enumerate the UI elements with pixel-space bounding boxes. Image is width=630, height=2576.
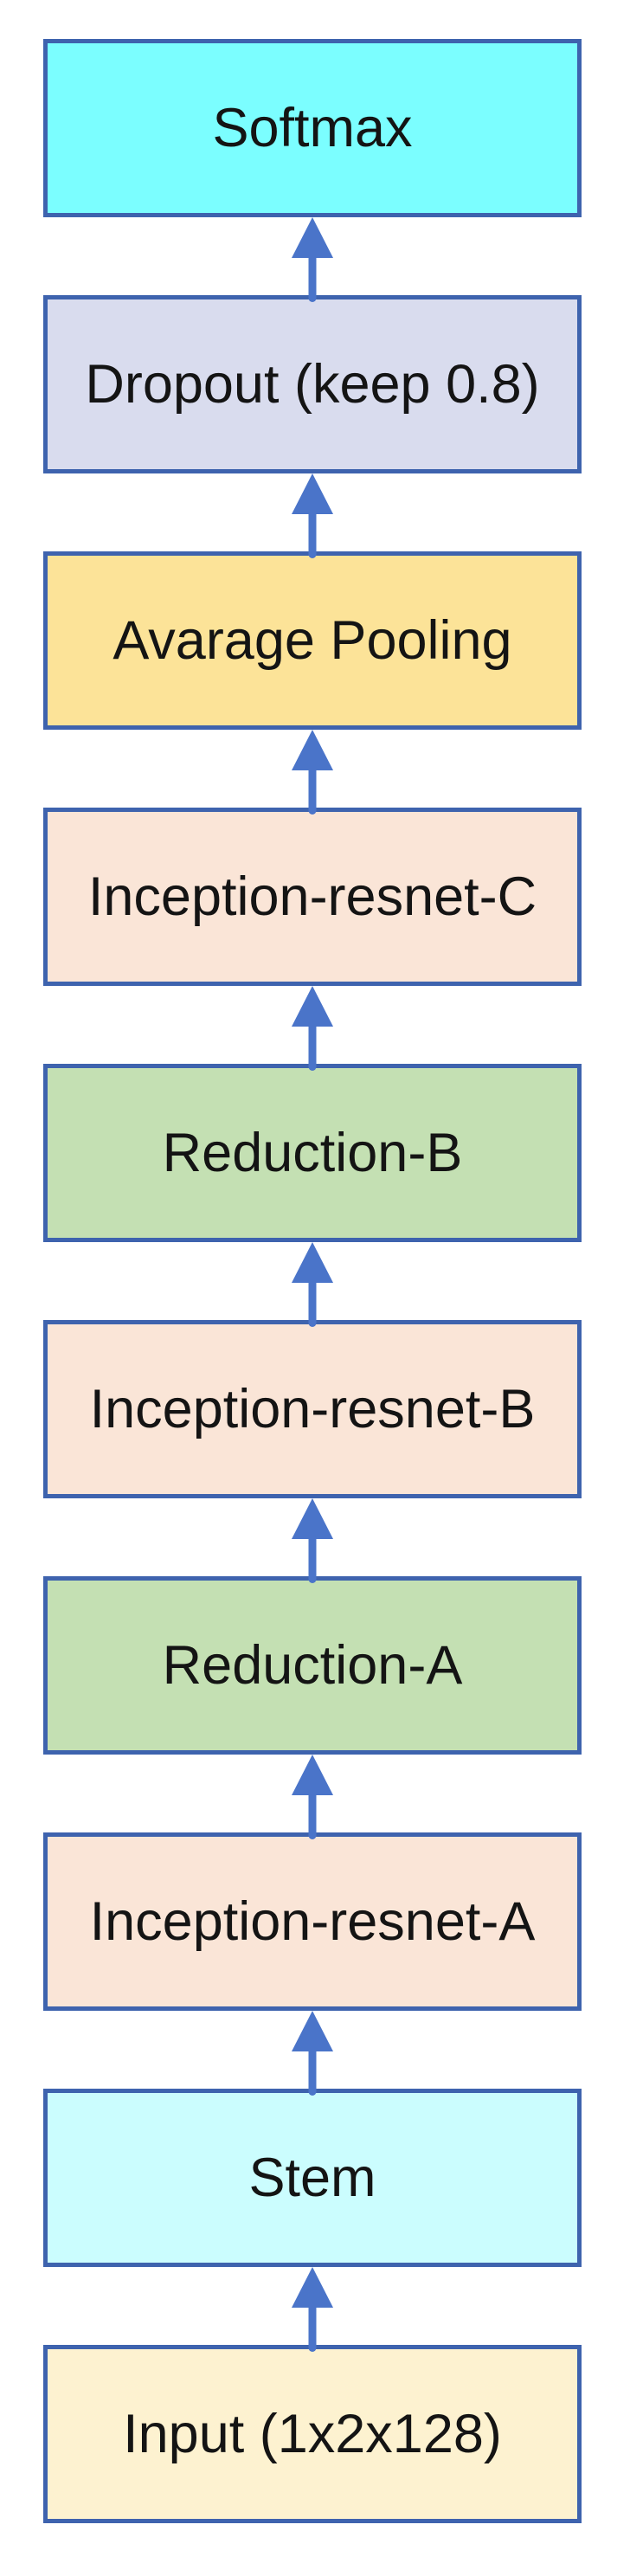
node-label: Dropout (keep 0.8) <box>85 353 540 415</box>
node-stem: Stem <box>43 2089 582 2267</box>
node-label: Inception-resnet-B <box>89 1378 536 1439</box>
up-arrow-icon <box>292 730 333 815</box>
flow-connector <box>43 986 582 1071</box>
up-arrow-icon <box>292 986 333 1071</box>
up-arrow-icon <box>292 2011 333 2096</box>
node-dropout: Dropout (keep 0.8) <box>43 295 582 473</box>
up-arrow-icon <box>292 1498 333 1583</box>
up-arrow-icon <box>292 1755 333 1839</box>
architecture-flow-diagram: Softmax Dropout (keep 0.8) Avarage Pooli… <box>43 39 582 2523</box>
node-input: Input (1x2x128) <box>43 2345 582 2523</box>
up-arrow-icon <box>292 217 333 302</box>
up-arrow-icon <box>292 2267 333 2352</box>
flow-connector <box>43 730 582 815</box>
flow-connector <box>43 2267 582 2352</box>
flow-connector <box>43 217 582 302</box>
up-arrow-icon <box>292 473 333 558</box>
node-label: Reduction-B <box>162 1122 463 1183</box>
node-label: Softmax <box>212 97 413 158</box>
node-reduction-b: Reduction-B <box>43 1064 582 1242</box>
node-label: Inception-resnet-C <box>87 866 537 927</box>
node-label: Input (1x2x128) <box>123 2403 502 2464</box>
node-inception-resnet-c: Inception-resnet-C <box>43 808 582 986</box>
node-inception-resnet-b: Inception-resnet-B <box>43 1320 582 1498</box>
node-label: Reduction-A <box>162 1634 463 1696</box>
node-reduction-a: Reduction-A <box>43 1576 582 1755</box>
node-softmax: Softmax <box>43 39 582 217</box>
flow-connector <box>43 1498 582 1583</box>
flow-connector <box>43 1242 582 1327</box>
node-label: Stem <box>248 2147 376 2208</box>
up-arrow-icon <box>292 1242 333 1327</box>
flow-connector <box>43 2011 582 2096</box>
node-label: Inception-resnet-A <box>89 1890 536 1952</box>
node-inception-resnet-a: Inception-resnet-A <box>43 1832 582 2011</box>
node-average-pooling: Avarage Pooling <box>43 551 582 730</box>
node-label: Avarage Pooling <box>112 609 512 671</box>
flow-connector <box>43 1755 582 1839</box>
flow-connector <box>43 473 582 558</box>
